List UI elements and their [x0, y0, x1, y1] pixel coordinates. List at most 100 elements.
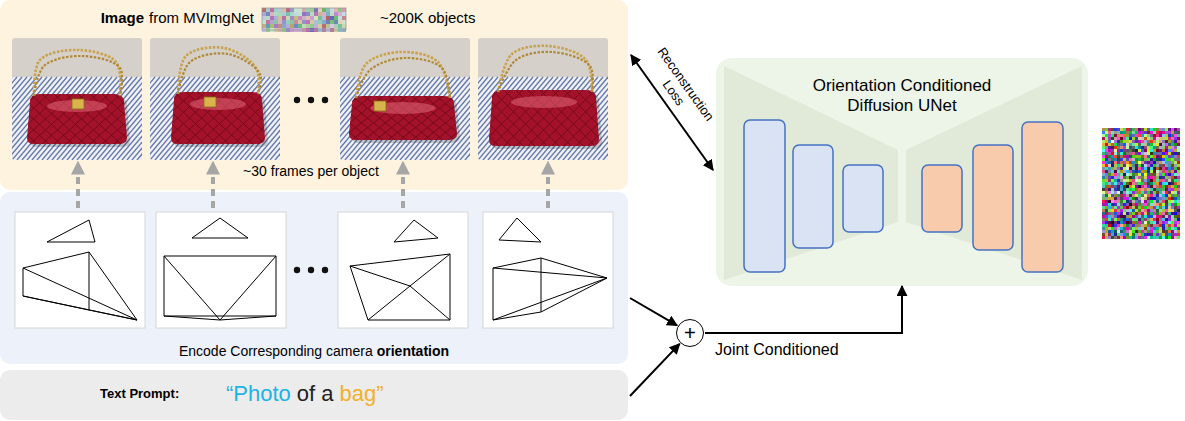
noise-pixel: [1138, 152, 1141, 155]
thumbnail-cell: [326, 20, 330, 24]
noise-pixel: [1171, 209, 1174, 212]
noise-pixel: [1105, 200, 1108, 203]
noise-pixel: [1159, 158, 1162, 161]
thumbnail-cell: [290, 24, 294, 28]
noise-pixel: [1165, 131, 1168, 134]
thumbnail-cell: [290, 16, 294, 20]
noise-pixel: [1153, 227, 1156, 230]
noise-pixel: [1153, 191, 1156, 194]
noise-pixel: [1132, 224, 1135, 227]
thumbnail-cell: [310, 12, 314, 16]
noise-pixel: [1123, 194, 1126, 197]
noise-pixel: [1126, 152, 1129, 155]
camera-frame: [156, 212, 286, 328]
noise-pixel: [1126, 197, 1129, 200]
noise-pixel: [1129, 179, 1132, 182]
camera-ray: [164, 256, 220, 320]
noise-pixel: [1135, 146, 1138, 149]
noise-pixel: [1153, 221, 1156, 224]
noise-pixel: [1147, 146, 1150, 149]
noise-pixel: [1138, 143, 1141, 146]
bag-highlight: [370, 102, 435, 114]
noise-pixel: [1144, 152, 1147, 155]
noise-pixel: [1114, 209, 1117, 212]
noise-pixel: [1144, 134, 1147, 137]
noise-pixel: [1120, 164, 1123, 167]
noise-pixel: [1171, 146, 1174, 149]
noise-pixel: [1135, 191, 1138, 194]
noise-pixel: [1114, 218, 1117, 221]
noise-pixel: [1132, 212, 1135, 215]
thumbnail-cell: [274, 24, 278, 28]
noise-pixel: [1120, 206, 1123, 209]
noise-pixel: [1153, 134, 1156, 137]
noise-pixel: [1114, 140, 1117, 143]
thumbnail-cell: [270, 8, 274, 12]
noise-pixel: [1147, 170, 1150, 173]
noise-pixel: [1150, 227, 1153, 230]
noise-pixel: [1171, 221, 1174, 224]
noise-pixel: [1114, 191, 1117, 194]
thumbnail-cell: [342, 20, 346, 24]
noise-pixel: [1147, 188, 1150, 191]
noise-pixel: [1117, 155, 1120, 158]
noise-pixel: [1153, 128, 1156, 131]
noise-pixel: [1114, 167, 1117, 170]
noise-pixel: [1156, 218, 1159, 221]
noise-pixel: [1102, 128, 1105, 131]
noise-pixel: [1114, 137, 1117, 140]
thumbnail-cell: [322, 20, 326, 24]
quilt-line: [270, 92, 280, 144]
quilt-line: [460, 96, 470, 140]
noise-pixel: [1156, 146, 1159, 149]
noise-pixel: [1153, 179, 1156, 182]
noise-pixel: [1141, 197, 1144, 200]
quilt-line: [150, 92, 205, 144]
noise-pixel: [1114, 212, 1117, 215]
noise-pixel: [1105, 194, 1108, 197]
noise-pixel: [1156, 131, 1159, 134]
noise-pixel: [1147, 233, 1150, 236]
bag-quilting: [150, 92, 280, 144]
noise-pixel: [1117, 206, 1120, 209]
panel-fill: [0, 192, 628, 364]
noise-pixel: [1132, 236, 1135, 239]
noise-pixel: [1177, 185, 1180, 188]
noise-pixel: [1129, 230, 1132, 233]
noise-pixel: [1135, 218, 1138, 221]
noise-pixel: [1123, 206, 1126, 209]
noise-pixel: [1177, 143, 1180, 146]
noise-pixel: [1108, 221, 1111, 224]
noise-pixel: [1120, 158, 1123, 161]
noise-pixel: [1132, 128, 1135, 131]
noise-pixel: [1171, 158, 1174, 161]
noise-pixel: [1102, 218, 1105, 221]
noise-pixel: [1105, 164, 1108, 167]
noise-pixel: [1168, 194, 1171, 197]
noise-pixel: [1111, 143, 1114, 146]
noise-pixel: [1135, 161, 1138, 164]
noise-pixel: [1102, 161, 1105, 164]
noise-pixel: [1120, 218, 1123, 221]
bag-clasp: [374, 101, 386, 111]
quilt-line: [412, 96, 467, 140]
noise-pixel: [1144, 185, 1147, 188]
noise-pixel: [1129, 197, 1132, 200]
noise-pixel: [1108, 131, 1111, 134]
noise-pixel: [1108, 176, 1111, 179]
noise-pixel: [1147, 152, 1150, 155]
noise-pixel: [1165, 191, 1168, 194]
noise-pixel: [1129, 128, 1132, 131]
noise-pixel: [1177, 215, 1180, 218]
noise-pixel: [1165, 203, 1168, 206]
noise-pixel: [1141, 146, 1144, 149]
noise-pixel: [1102, 194, 1105, 197]
bag-body: [349, 96, 457, 140]
noise-pixel: [1123, 152, 1126, 155]
quilt-line: [150, 92, 193, 144]
node-text: bag”: [340, 381, 384, 406]
noise-pixel: [1159, 134, 1162, 137]
noise-pixel: [1135, 224, 1138, 227]
noise-pixel: [1153, 173, 1156, 176]
noise-pixel: [1159, 182, 1162, 185]
